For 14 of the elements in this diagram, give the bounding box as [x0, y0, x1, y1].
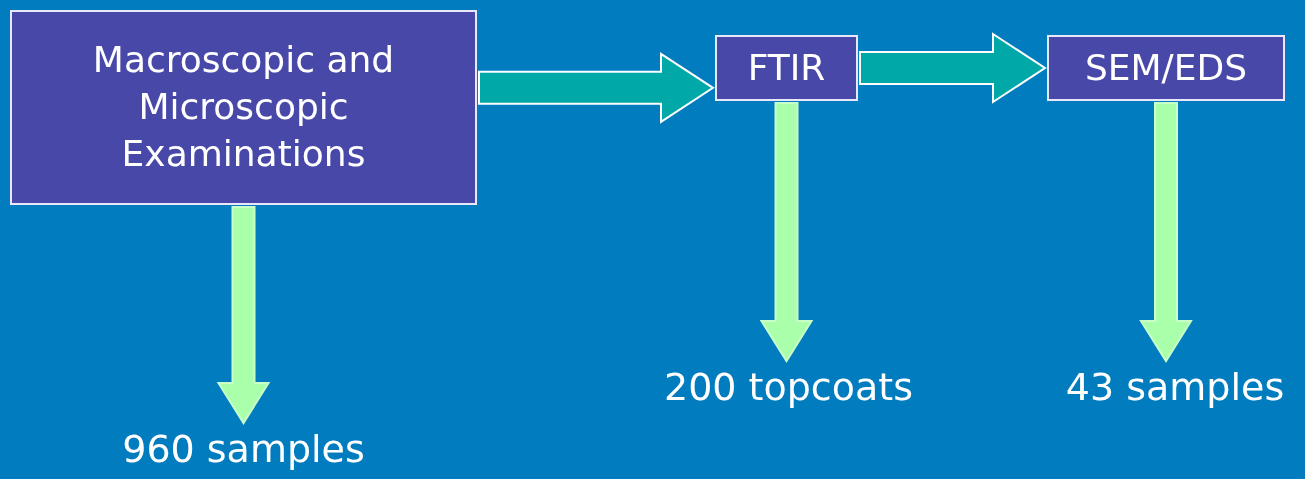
box-label: SEM/EDS [1084, 46, 1248, 90]
block-arrow [1139, 102, 1193, 363]
result-text: 200 topcoats [645, 363, 932, 413]
block-arrow [216, 206, 271, 425]
block-arrow [759, 102, 814, 363]
result-text: 960 samples [100, 425, 387, 475]
box-label: Macroscopic and Microscopic Examinations [91, 38, 396, 176]
process-box [1047, 35, 1285, 101]
result-text: 43 samples [1048, 363, 1302, 413]
block-arrow [859, 32, 1047, 104]
block-arrow [478, 51, 715, 124]
process-box [10, 10, 477, 205]
box-label: FTIR [747, 46, 826, 90]
process-box [715, 35, 858, 101]
